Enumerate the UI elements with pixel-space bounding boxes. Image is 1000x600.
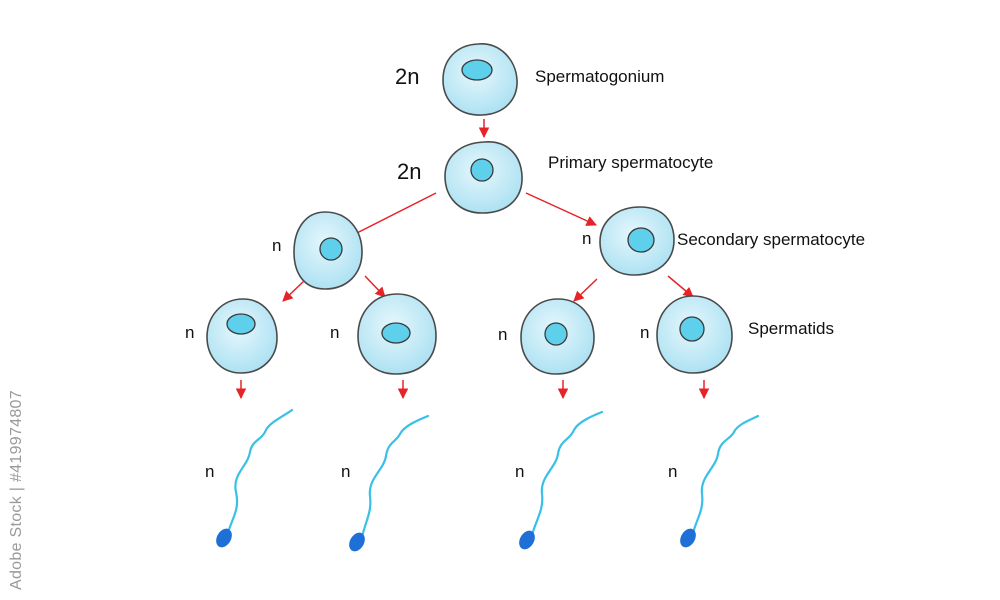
arrow-to-secondary-left <box>348 192 437 238</box>
nucleus <box>627 227 655 253</box>
nucleus <box>544 322 568 346</box>
nucleus <box>461 59 493 81</box>
secondary-spermatocyte-right-cell <box>599 206 675 276</box>
spermatid-cell-4 <box>656 295 733 374</box>
ploidy-spermatid-3: n <box>498 325 507 344</box>
spermatogonium-cell <box>442 43 518 116</box>
nucleus <box>470 158 494 182</box>
arrow-to-spermatid-3 <box>573 278 598 302</box>
spermatid-cell-1 <box>206 298 278 374</box>
ploidy-primary: 2n <box>397 159 421 184</box>
arrow-to-spermatid-2 <box>364 275 386 298</box>
arrow-to-spermatid-1 <box>282 280 305 302</box>
stock-watermark: Adobe Stock | #419974807 <box>8 360 32 590</box>
ploidy-spermatogonium: 2n <box>395 64 419 89</box>
spermatids-label: Spermatids <box>748 319 834 338</box>
arrow-to-secondary-right <box>525 192 597 226</box>
watermark-text: Adobe Stock | #419974807 <box>8 390 25 590</box>
ploidy-sperm-3: n <box>515 462 524 481</box>
nucleus <box>679 316 705 342</box>
secondary-spermatocyte-left-cell <box>293 211 363 290</box>
spermatogonium-label: Spermatogonium <box>535 67 664 86</box>
ploidy-sperm-4: n <box>668 462 677 481</box>
primary-spermatocyte-label: Primary spermatocyte <box>548 153 713 172</box>
secondary-spermatocyte-label: Secondary spermatocyte <box>677 230 865 249</box>
primary-spermatocyte-cell <box>444 141 523 214</box>
sperm-cell-4 <box>680 414 760 548</box>
sperm-cell-1 <box>216 408 294 548</box>
sperm-cell-3 <box>519 410 604 550</box>
ploidy-sperm-2: n <box>341 462 350 481</box>
nucleus <box>226 313 256 335</box>
ploidy-secondary-right: n <box>582 229 591 248</box>
ploidy-spermatid-2: n <box>330 323 339 342</box>
ploidy-spermatid-1: n <box>185 323 194 342</box>
nucleus <box>319 237 343 261</box>
spermatid-cell-2 <box>357 293 437 375</box>
ploidy-secondary-left: n <box>272 236 281 255</box>
sperm-cell-2 <box>349 414 430 552</box>
spermatid-cell-3 <box>520 298 595 375</box>
nucleus <box>381 322 411 344</box>
ploidy-sperm-1: n <box>205 462 214 481</box>
ploidy-spermatid-4: n <box>640 323 649 342</box>
arrow-to-spermatid-4 <box>667 275 694 298</box>
